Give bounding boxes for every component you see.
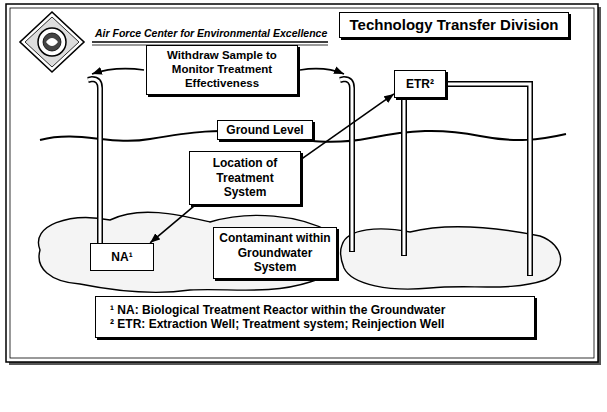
slide-inner-frame xyxy=(10,8,594,358)
logo-core xyxy=(43,33,61,51)
logo-emblem xyxy=(20,12,84,72)
box-text: NA¹ xyxy=(94,250,150,264)
logo-diamond xyxy=(20,12,84,72)
well-pipe-bore xyxy=(88,79,100,243)
header-rule xyxy=(92,41,328,42)
callout-box: Contaminant within Groundwater System xyxy=(213,227,337,278)
monitoring-well-bore xyxy=(340,79,352,251)
box-text: Contaminant within Groundwater System xyxy=(218,231,332,274)
callout-box: Withdraw Sample to Monitor Treatment Eff… xyxy=(146,45,298,94)
reinjection-well-bore xyxy=(444,84,530,275)
logo-mark xyxy=(46,38,58,46)
header-label: Air Force Center for Environmental Excel… xyxy=(95,27,327,39)
callout-box: ETR² xyxy=(394,70,446,98)
callout-box: NA¹ xyxy=(90,243,154,271)
location-arrow xyxy=(150,205,196,243)
box-text: Location of Treatment System xyxy=(194,156,296,199)
footnote-text: ¹ NA: Biological Treatment Reactor withi… xyxy=(110,303,520,317)
sample-arrow xyxy=(300,69,344,74)
footnote-text: ² ETR: Extraction Well; Treatment system… xyxy=(110,317,520,331)
reinjection-well xyxy=(444,84,530,276)
box-text: Ground Level xyxy=(226,123,303,137)
slide-frame xyxy=(6,4,598,362)
footnote-box: ¹ NA: Biological Treatment Reactor withi… xyxy=(95,296,535,339)
box-text: ETR² xyxy=(398,77,442,91)
well-pipe xyxy=(88,79,100,244)
location-arrow xyxy=(301,94,394,159)
extraction-well xyxy=(401,96,407,256)
callout-box: Ground Level xyxy=(217,120,312,140)
box-text: Withdraw Sample to Monitor Treatment Eff… xyxy=(151,49,293,90)
monitoring-well xyxy=(340,79,352,252)
contaminant-plume xyxy=(38,212,337,292)
callout-box: Location of Treatment System xyxy=(189,151,301,204)
logo-diamond-inner xyxy=(25,17,79,67)
sample-arrow xyxy=(92,69,144,74)
division-box: Technology Transfer Division xyxy=(339,12,570,38)
extraction-well-bore xyxy=(403,96,406,255)
box-text: Technology Transfer Division xyxy=(350,16,559,34)
logo-circle xyxy=(38,28,66,56)
